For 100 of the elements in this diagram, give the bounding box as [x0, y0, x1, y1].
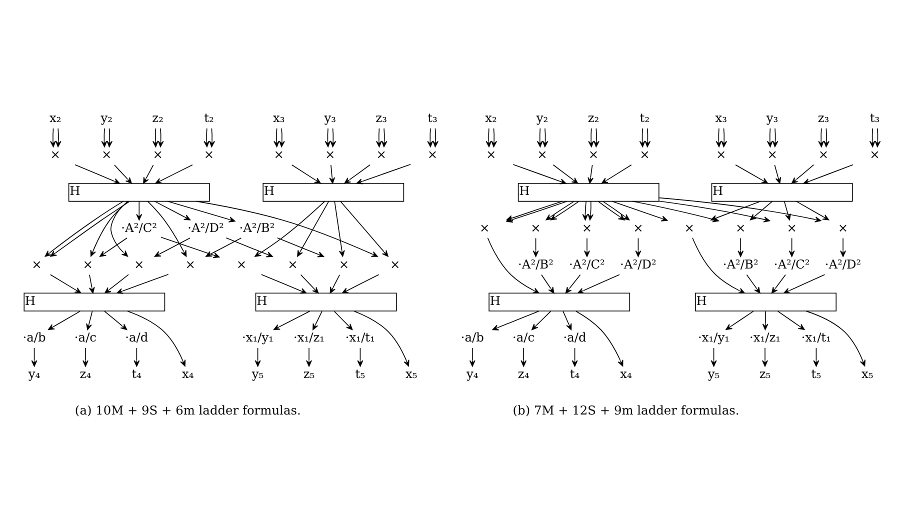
- arrow: [612, 200, 668, 222]
- arrow: [784, 274, 826, 294]
- node-box: H: [518, 183, 660, 202]
- arrow: [750, 201, 773, 220]
- node-text: x₄: [620, 367, 632, 382]
- node-box: H: [695, 292, 837, 312]
- arrow: [491, 128, 498, 148]
- arrow: [110, 201, 128, 257]
- arrow: [432, 128, 438, 148]
- node-text: ×: [633, 220, 644, 235]
- arrow: [588, 164, 594, 184]
- node-text: t₄: [570, 367, 580, 382]
- arrow: [588, 128, 594, 148]
- arrow: [512, 164, 566, 184]
- arrow: [354, 310, 410, 367]
- arrow: [738, 238, 744, 257]
- arrow: [824, 128, 830, 148]
- arrow: [716, 128, 722, 148]
- arrow: [777, 310, 805, 330]
- node-text: ·a/b: [22, 330, 46, 344]
- arrow: [155, 164, 193, 184]
- node-text: ·a/b: [460, 330, 484, 344]
- arrow: [209, 128, 215, 148]
- arrow: [31, 348, 38, 367]
- node-box: H: [262, 183, 404, 202]
- arrow: [126, 310, 186, 366]
- node-text: ·A²/B²: [722, 257, 758, 272]
- node-text: ×: [376, 148, 386, 162]
- arrow: [784, 201, 791, 220]
- node-text: t₃: [428, 111, 438, 126]
- arrow: [774, 164, 782, 184]
- arrow: [721, 128, 728, 148]
- node-text: ·x₁/z₁: [749, 330, 781, 344]
- arrow: [541, 274, 554, 294]
- arrow: [771, 274, 786, 294]
- arrow: [356, 164, 411, 184]
- arrow: [546, 201, 574, 220]
- node-text: ×: [32, 257, 42, 272]
- arrow: [813, 348, 820, 367]
- arrow: [297, 200, 330, 257]
- arrow: [48, 310, 81, 330]
- node-box: H: [68, 183, 210, 202]
- arrow: [82, 348, 88, 367]
- node-text: ×: [588, 148, 599, 162]
- arrow: [154, 238, 190, 257]
- node-text: ·A²/B²: [239, 220, 275, 235]
- node-box: H: [711, 183, 853, 202]
- arrow: [334, 310, 353, 330]
- node-text: t₄: [132, 367, 142, 382]
- arrow: [692, 237, 745, 294]
- arrow: [55, 128, 62, 148]
- arrow: [562, 310, 572, 330]
- node-text: z₄: [80, 367, 92, 382]
- node-text: z₂: [152, 111, 164, 126]
- node-text: ×: [818, 148, 829, 162]
- arrow: [104, 274, 129, 294]
- arrow: [273, 310, 310, 330]
- node-text: x₅: [862, 367, 874, 382]
- arrow: [578, 274, 620, 294]
- arrow: [726, 310, 754, 330]
- arrow: [204, 128, 210, 148]
- node-text: ×: [390, 257, 400, 272]
- arrow: [50, 274, 82, 294]
- node-text: ×: [582, 220, 592, 235]
- arrow: [254, 201, 326, 257]
- node-text: ·a/c: [512, 330, 535, 344]
- arrow: [602, 201, 630, 220]
- node-text: t₃: [870, 111, 880, 126]
- arrow: [869, 128, 876, 148]
- arrow: [576, 310, 624, 366]
- node-text: ×: [185, 257, 196, 272]
- node-text: x₂: [485, 111, 497, 126]
- arrow: [381, 128, 388, 148]
- node-text: ·a/c: [74, 330, 97, 344]
- arrow: [598, 201, 625, 220]
- node-box: H: [24, 292, 166, 312]
- arrow: [312, 310, 322, 330]
- arrow: [226, 238, 273, 258]
- arrow: [158, 128, 164, 148]
- node-text: ·x₁/t₁: [345, 330, 375, 344]
- node-text: ×: [134, 257, 144, 272]
- arrow: [520, 348, 527, 367]
- node-text: ·A²/D²: [188, 220, 224, 235]
- arrow: [291, 164, 321, 184]
- arrow: [330, 128, 336, 148]
- arrow: [772, 128, 778, 148]
- node-text: ×: [786, 220, 797, 235]
- arrow: [276, 238, 324, 258]
- arrow: [106, 128, 113, 148]
- node-text: ×: [870, 148, 880, 162]
- arrow: [806, 310, 866, 366]
- node-text: ·x₁/t₁: [801, 330, 831, 344]
- arrow: [50, 128, 56, 148]
- node-text: ×: [736, 220, 746, 235]
- arrow: [100, 238, 128, 257]
- node-text: y₃: [324, 111, 336, 126]
- node-text: x₄: [182, 367, 194, 382]
- node-text: ×: [102, 148, 112, 162]
- arrow: [324, 128, 331, 148]
- node-text: ·A²/D²: [620, 257, 656, 272]
